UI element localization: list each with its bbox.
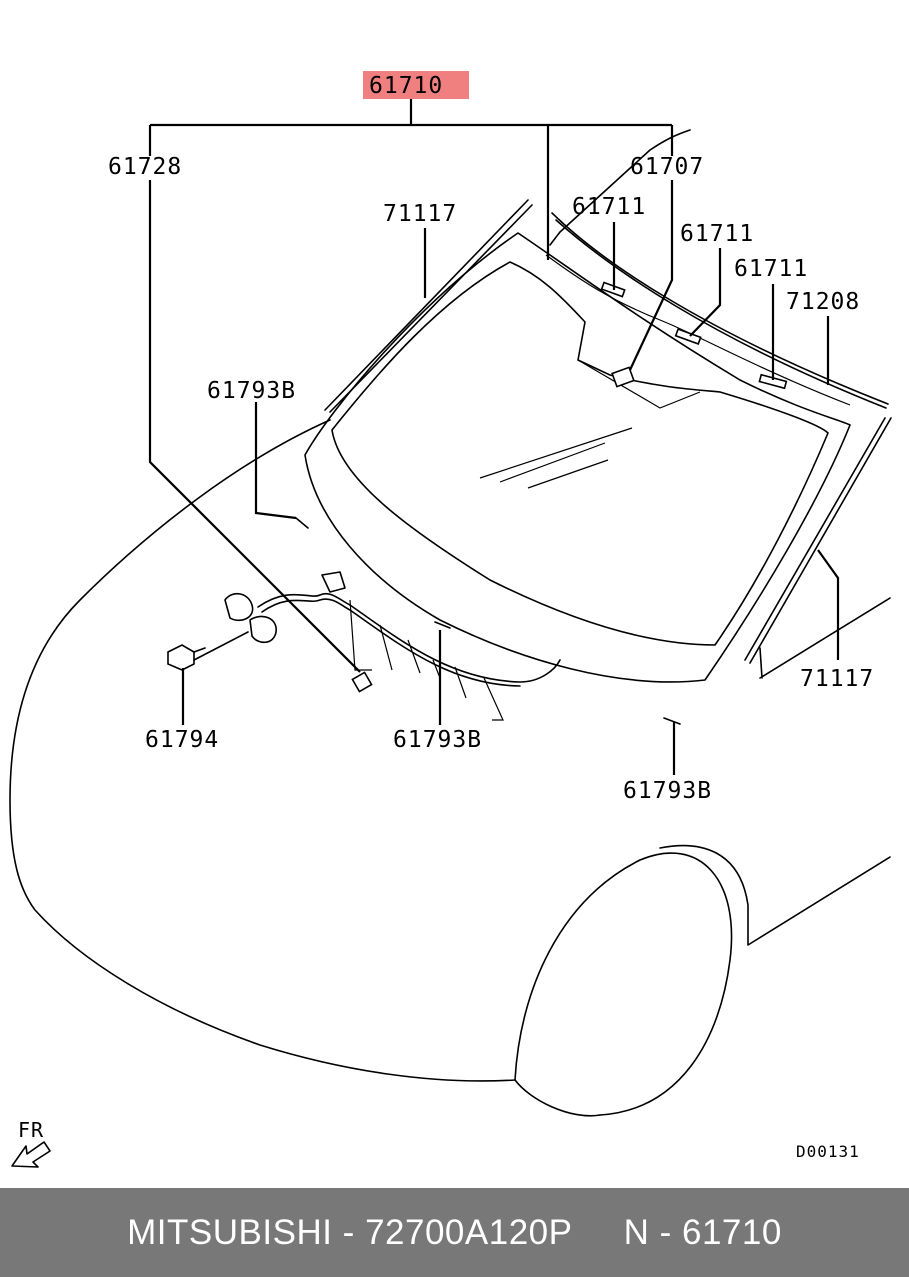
callout-61794: 61794 [145,727,219,753]
footer-gap [572,1213,623,1253]
wire-harness-61728 [257,571,561,721]
callout-61711-c: 61711 [734,256,808,282]
windshield-parts-diagram: 61710 61728 61707 71117 61711 61711 6171… [9,71,892,1168]
callout-71117-right: 71117 [800,666,874,692]
car-body-outline [9,129,891,1117]
part-group-bracket [148,99,674,260]
brand-name: MITSUBISHI [127,1212,333,1252]
brand-separator: - [332,1212,366,1252]
callout-61711-b: 61711 [680,221,754,247]
callout-71117-top: 71117 [383,201,457,227]
leader-lines [148,180,840,775]
mirror-bracket-61707 [611,366,635,388]
callout-61728: 61728 [108,154,182,180]
clip-61793b [295,517,681,725]
reference-prefix: N - [623,1212,682,1252]
side-moulding-right [744,417,892,664]
reference-number: 61710 [682,1212,782,1252]
callout-61710: 61710 [369,73,443,99]
part-number-highlight [363,71,469,99]
callout-61707: 61707 [630,154,704,180]
fastener-61794 [167,592,277,671]
callout-61793b-bottom: 61793B [623,778,712,804]
callout-61793b-left: 61793B [207,378,296,404]
front-direction-label: FR [18,1118,44,1142]
front-direction-arrow-icon [11,1141,51,1168]
part-number: 72700A120P [365,1212,573,1252]
windshield-glass [304,232,851,683]
callout-71208: 71208 [786,289,860,315]
callout-61793b-mid: 61793B [393,727,482,753]
top-moulding [551,212,889,409]
callout-61711-a: 61711 [572,194,646,220]
side-moulding-left [324,199,533,413]
diagram-code: D00131 [796,1142,860,1161]
part-info-footer: MITSUBISHI - 72700A120P N - 61710 [0,1188,909,1277]
